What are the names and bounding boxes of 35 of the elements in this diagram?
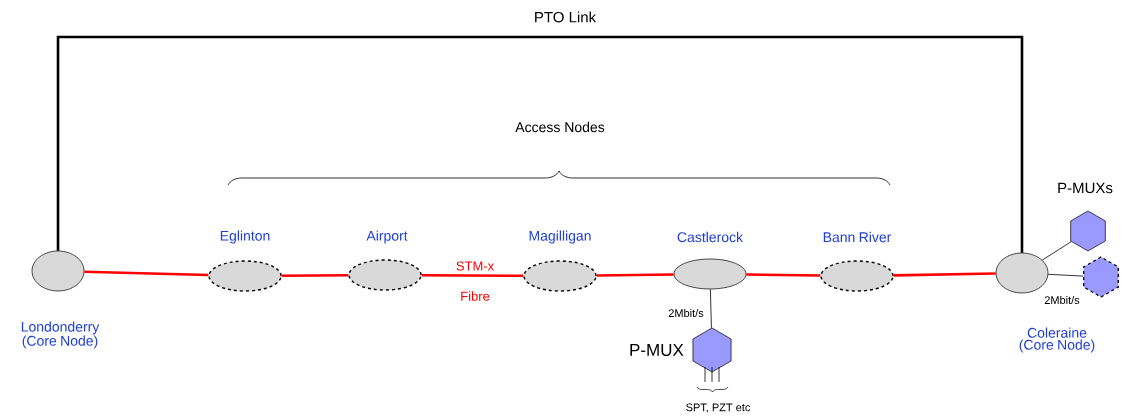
hexagon-node — [1082, 256, 1119, 298]
link-line — [596, 273, 674, 277]
link-line — [56, 35, 1024, 253]
node-label: Airport — [366, 230, 408, 244]
label: P-MUXs — [1058, 182, 1113, 194]
node-label: Castlerock — [677, 231, 744, 243]
edge-label: 2Mbit/s — [668, 308, 704, 318]
ellipse-node: Castlerock — [673, 231, 747, 290]
ellipse-node: Eglinton — [208, 230, 282, 292]
node-label: Eglinton — [220, 230, 270, 244]
node-label: Coleraine (Core Node) — [1019, 327, 1095, 353]
link-line — [710, 288, 712, 329]
link-line — [1047, 273, 1084, 277]
node-label: Magilligan — [529, 230, 591, 244]
link-line — [746, 273, 821, 277]
edge-label: STM-x — [456, 261, 494, 271]
link-line — [281, 273, 349, 278]
ellipse-node: Bann River — [820, 231, 894, 292]
link-line — [421, 273, 524, 278]
label: Access Nodes — [515, 121, 605, 133]
edge-label: PTO Link — [535, 11, 597, 23]
label: SPT, PZT etc — [686, 403, 751, 413]
hexagon-node: P-MUX — [630, 327, 732, 373]
node-label: P-MUX — [630, 344, 684, 356]
link-line — [84, 270, 209, 277]
link-line — [893, 272, 996, 277]
label: Fibre — [461, 291, 490, 301]
edge-label: 2Mbit/s — [1044, 295, 1080, 305]
ellipse-node: Magilligan — [523, 230, 597, 292]
hexagon-node — [1070, 210, 1106, 252]
node-label: Bann River — [823, 231, 892, 243]
ellipse-node: Londonderry (Core Node) — [21, 250, 100, 349]
node-label: Londonderry (Core Node) — [21, 321, 100, 349]
ellipse-node: Airport — [348, 230, 422, 291]
link-line — [1041, 241, 1072, 261]
